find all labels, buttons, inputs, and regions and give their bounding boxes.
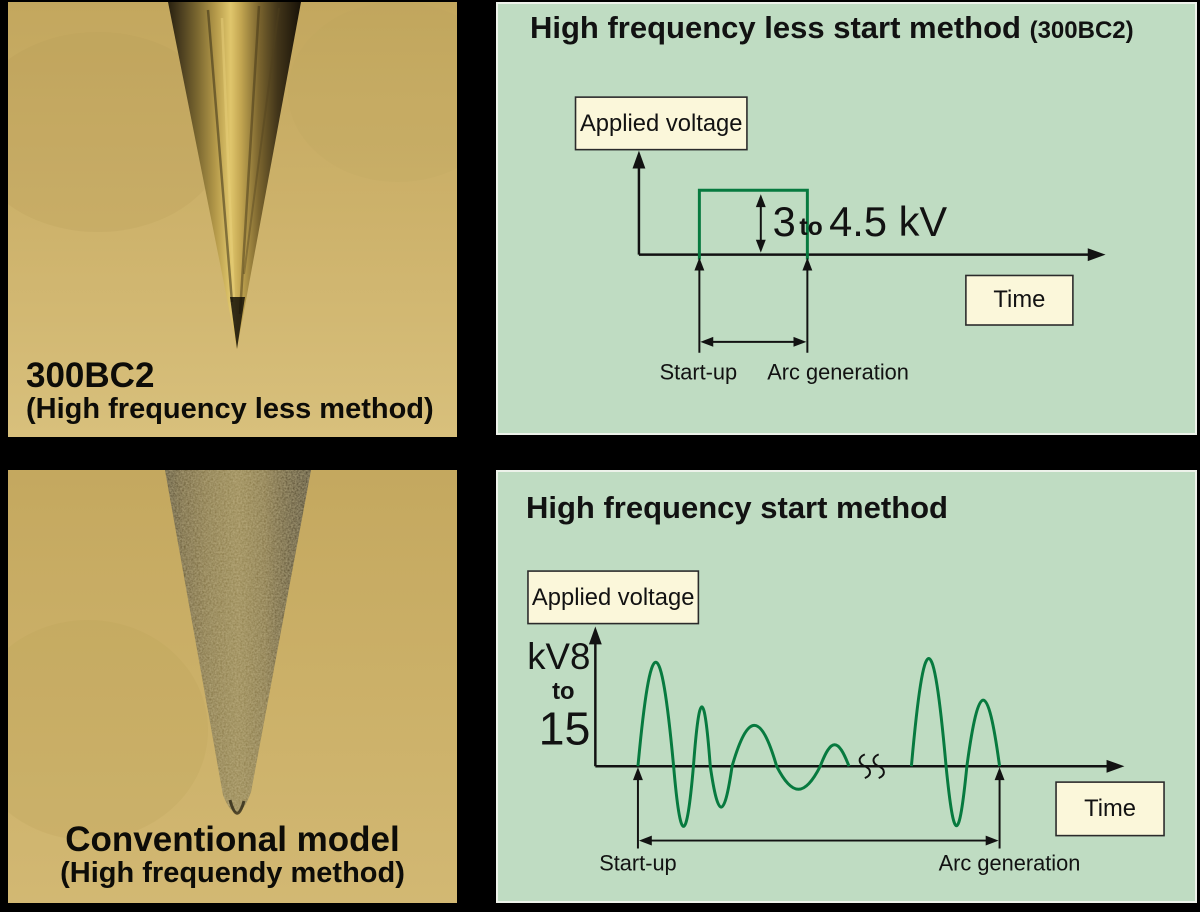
arrow-left-icon	[700, 336, 714, 347]
cone-tip	[230, 297, 245, 349]
cone-highlight-streak	[220, 17, 237, 325]
time-label: Time	[1084, 795, 1136, 822]
arrow-up-icon	[632, 767, 643, 781]
kv-range-line3: 15	[539, 702, 591, 754]
hf-title-main: High frequency start method	[526, 490, 948, 525]
startup-label: Start-up	[660, 359, 737, 384]
voltage-axis-arrowhead-icon	[632, 150, 646, 169]
arrow-up-icon	[694, 257, 705, 271]
arrow-up-icon	[755, 194, 766, 208]
voltage-max-value: 4.5 kV	[829, 198, 947, 245]
photo-bottom-caption: Conventional model (High frequendy metho…	[8, 822, 457, 888]
photo-top-caption-line2: (High frequency less method)	[26, 393, 434, 425]
photo-top-caption: 300BC2 (High frequency less method)	[26, 358, 434, 424]
time-axis-arrowhead-icon	[1106, 759, 1125, 773]
hf-less-title: High frequency less start method (300BC2…	[530, 10, 1134, 46]
arrow-up-icon	[802, 257, 813, 271]
photo-top-blotch	[8, 32, 228, 232]
applied-voltage-box	[574, 96, 748, 151]
photo-bottom-blotch	[8, 620, 208, 840]
photo-electrode-conventional: Conventional model (High frequendy metho…	[8, 470, 457, 903]
electrode-photo-top	[8, 2, 457, 437]
applied-voltage-box	[527, 570, 700, 625]
cone-rounded-tip	[228, 799, 246, 815]
time-box	[1055, 781, 1165, 837]
pulse-waveform	[697, 188, 809, 260]
time-axis-arrowhead-icon	[1087, 248, 1106, 262]
panel-hf-method: kV8 to 15 Start-up Arc generation Applie…	[496, 470, 1197, 903]
arrow-down-icon	[755, 239, 766, 253]
voltage-min-value: 3	[773, 198, 796, 245]
arrow-right-icon	[985, 835, 999, 846]
electrode-cone-sharp	[168, 2, 301, 349]
arrow-up-icon	[994, 767, 1005, 781]
applied-voltage-label: Applied voltage	[532, 584, 695, 611]
voltage-axis-arrowhead-icon	[588, 626, 602, 645]
arrow-left-icon	[638, 835, 652, 846]
hf-less-title-main: High frequency less start method	[530, 10, 1021, 45]
electrode-cone-rounded	[165, 470, 311, 813]
hf-diagram: kV8 to 15 Start-up Arc generation Applie…	[527, 570, 1165, 875]
kv-range-line2: to	[552, 678, 574, 705]
cone-streak	[238, 5, 261, 315]
arc-generation-label: Arc generation	[767, 359, 909, 384]
hf-less-title-suffix: (300BC2)	[1029, 17, 1134, 44]
axis-break-icon	[872, 753, 885, 780]
cone-streak	[243, 7, 280, 275]
startup-label: Start-up	[599, 850, 676, 875]
photo-top-caption-line1: 300BC2	[26, 356, 155, 395]
photo-top-blotch2	[288, 2, 457, 182]
time-label: Time	[993, 286, 1045, 313]
panel-hf-less-method: 3 to 4.5 kV Start-up Arc generation Appl…	[496, 2, 1197, 435]
time-box	[965, 274, 1074, 326]
kv-range-line1: kV8	[527, 636, 590, 677]
electrode-photo-bottom	[8, 470, 457, 903]
damped-waveform-burst2	[909, 657, 1002, 827]
photo-bottom-caption-line1: Conventional model	[65, 820, 400, 859]
hf-title: High frequency start method	[526, 490, 948, 526]
arrow-right-icon	[793, 336, 807, 347]
hf-less-diagram: 3 to 4.5 kV Start-up Arc generation Appl…	[574, 96, 1106, 384]
photo-bottom-caption-line2: (High frequendy method)	[60, 857, 405, 889]
photo-electrode-300bc2: 300BC2 (High frequency less method)	[8, 2, 457, 437]
applied-voltage-label: Applied voltage	[580, 110, 743, 137]
damped-waveform-burst1	[636, 661, 851, 828]
axes-group	[637, 164, 1092, 256]
voltage-to-word: to	[799, 214, 822, 241]
axes-group	[594, 640, 1111, 768]
axis-break-icon	[858, 753, 872, 780]
cone-streak	[206, 9, 234, 303]
arc-generation-label: Arc generation	[939, 850, 1081, 875]
